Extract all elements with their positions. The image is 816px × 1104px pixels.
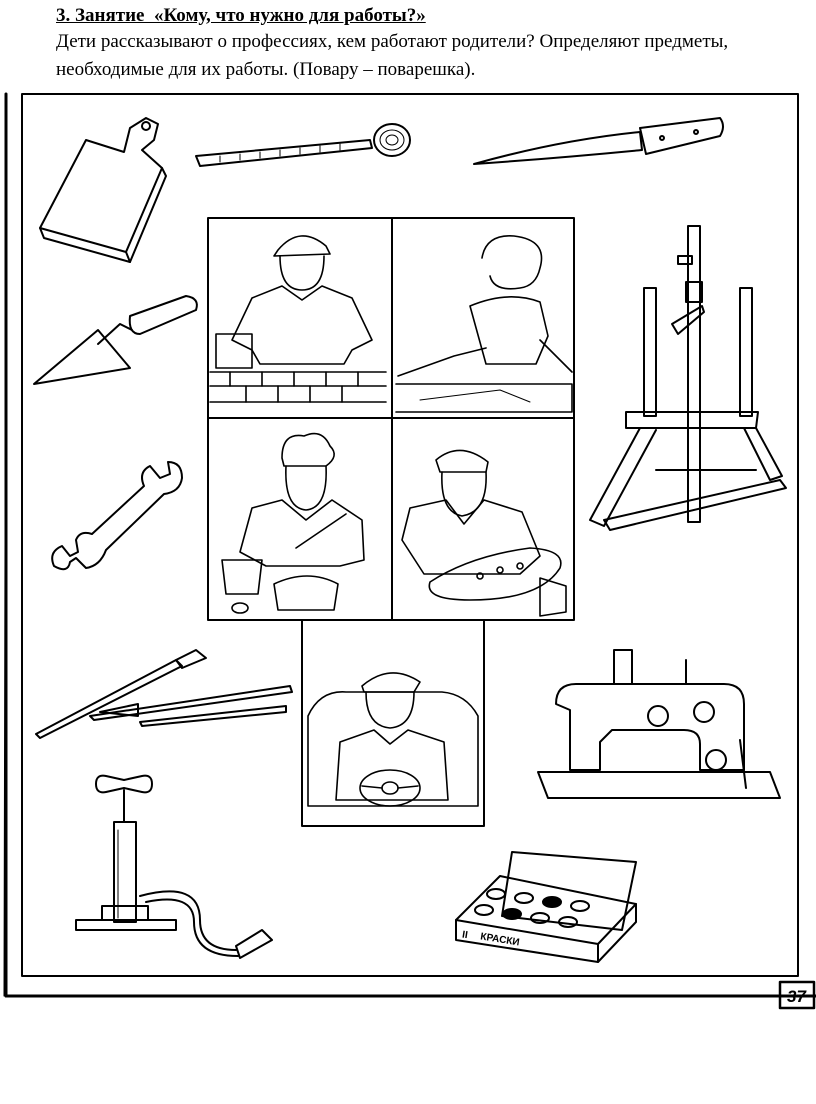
header: 3. Занятие «Кому, что нужно для работы?»… bbox=[56, 4, 796, 84]
easel-icon bbox=[589, 225, 787, 531]
knife-icon bbox=[473, 117, 724, 165]
driver-figure bbox=[307, 672, 479, 807]
air-pump-icon bbox=[75, 774, 273, 959]
paint-box-icon bbox=[455, 851, 637, 963]
page-number-box bbox=[778, 980, 816, 1010]
trowel-icon bbox=[33, 295, 198, 385]
cutting-board-icon bbox=[39, 117, 167, 263]
inner-frame bbox=[21, 93, 799, 977]
paint-brushes-icon bbox=[35, 649, 293, 739]
lesson-heading: 3. Занятие «Кому, что нужно для работы?» bbox=[56, 5, 426, 26]
paint-box-numeral: II bbox=[461, 929, 468, 941]
lesson-description: Дети рассказывают о профессиях, кем рабо… bbox=[56, 31, 729, 80]
seamstress-figure bbox=[395, 235, 573, 413]
wrench-icon bbox=[51, 461, 183, 571]
artist-figure bbox=[401, 449, 567, 617]
sewing-machine-icon bbox=[537, 649, 781, 799]
page-number: 37 bbox=[787, 987, 807, 1006]
builder-figure bbox=[209, 235, 387, 403]
chef-figure bbox=[221, 432, 365, 614]
professions-panel bbox=[207, 217, 575, 827]
outer-frame bbox=[3, 92, 816, 998]
measuring-tape-icon bbox=[195, 123, 411, 167]
